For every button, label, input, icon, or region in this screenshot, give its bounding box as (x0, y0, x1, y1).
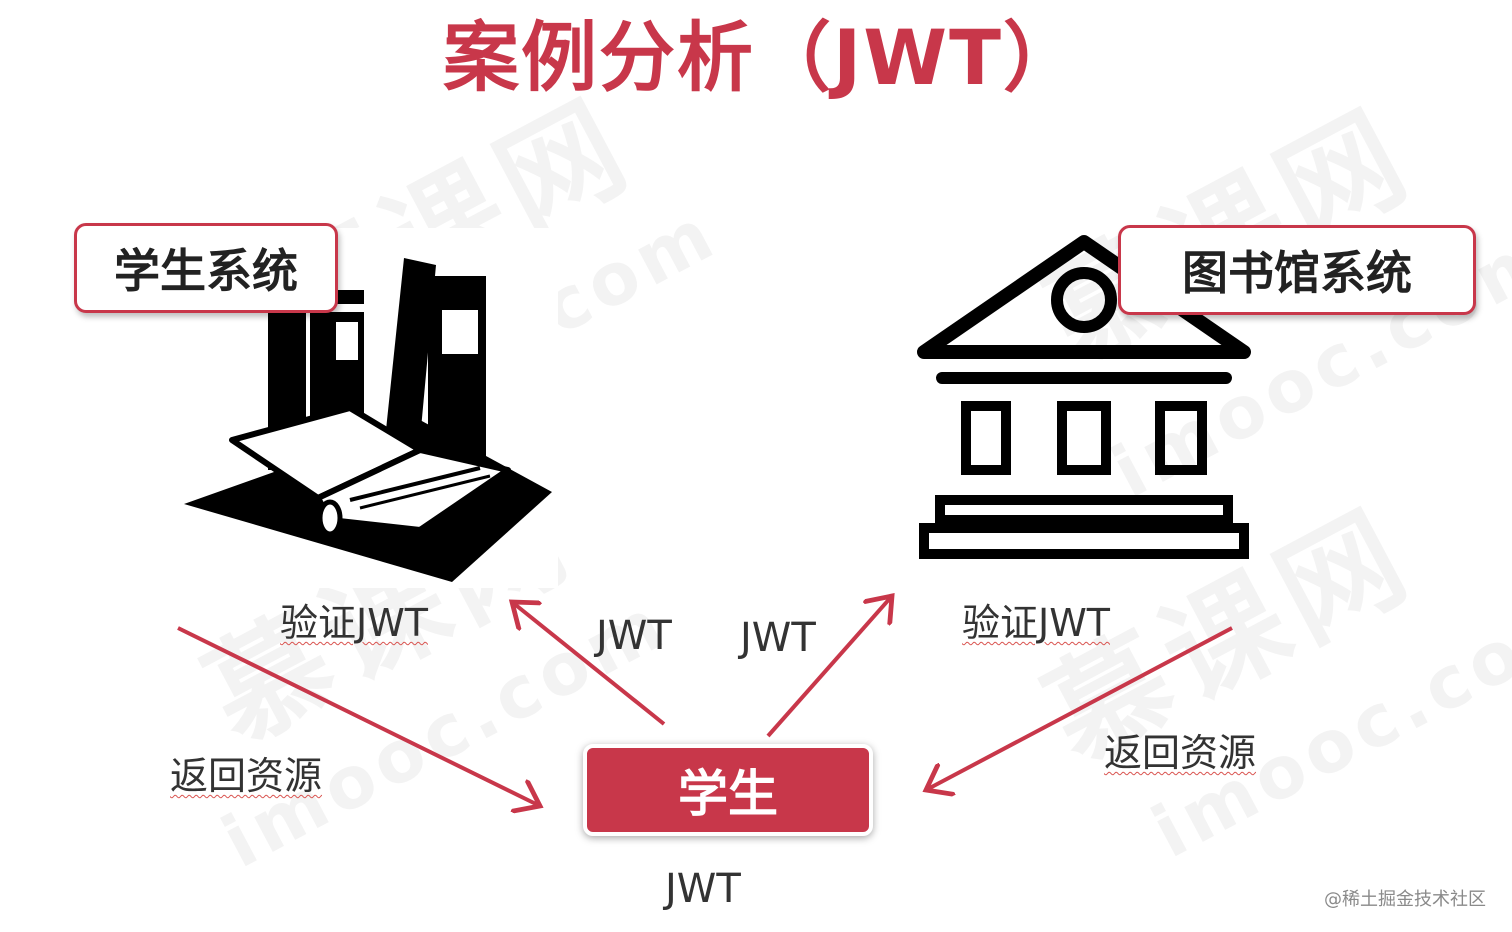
jwt-label-to-library-system: JWT (740, 615, 816, 661)
verify-jwt-right: 验证JWT (962, 601, 1110, 645)
return-resource-right: 返回资源 (1104, 731, 1257, 775)
jwt-label-to-student-system: JWT (596, 613, 672, 659)
student-system-label: 学生系统 (74, 223, 338, 313)
library-system-label: 图书馆系统 (1118, 225, 1476, 315)
verify-jwt-left: 验证JWT (280, 601, 428, 645)
return-resource-left: 返回资源 (170, 754, 323, 798)
jwt-label-student: JWT (665, 866, 741, 912)
page-title: 案例分析（JWT） (443, 13, 1081, 102)
student-node: 学生 (583, 744, 873, 836)
books-icon (180, 228, 558, 588)
source-credit: @稀土掘金技术社区 (1324, 889, 1486, 910)
